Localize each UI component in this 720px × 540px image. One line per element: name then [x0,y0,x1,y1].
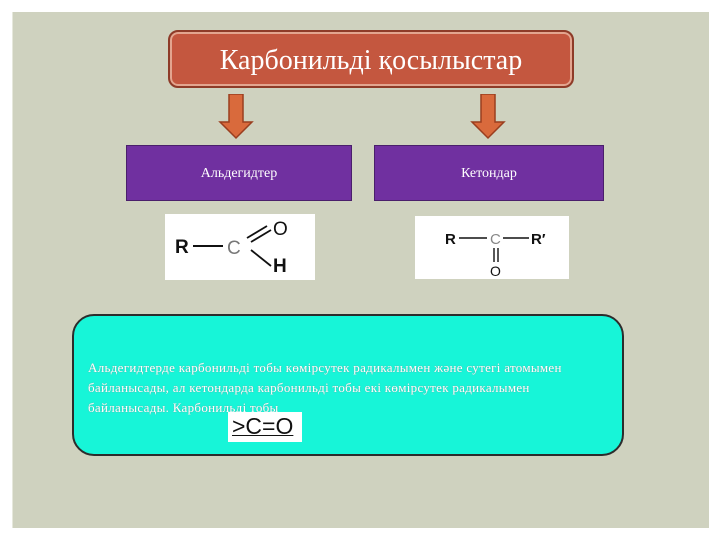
ketones-box: Кетондар [374,145,604,201]
aldehyde-formula: R C O H [165,214,315,280]
aldehyde-h: H [273,256,287,277]
ketone-formula: R C R′ O [415,216,569,279]
carbonyl-formula-box: >C=O [228,412,302,442]
aldehyde-c: C [227,238,241,259]
left-arrow-icon [218,94,254,140]
aldehyde-r: R [175,237,189,258]
aldehyde-o: O [273,219,288,240]
ketone-r2: R′ [531,231,546,248]
aldehydes-box: Альдегидтер [126,145,352,201]
carbonyl-formula: >C=O [232,413,294,439]
right-arrow-icon [470,94,506,140]
ketone-o: O [490,263,501,279]
ketone-r: R [445,231,456,248]
aldehydes-label: Альдегидтер [200,166,278,181]
title-text: Карбонильді қосылыстар [219,45,523,76]
title-box: Карбонильді қосылыстар [168,30,574,88]
info-box: Альдегидтерде карбонильді тобы көмірсуте… [72,314,624,456]
ketone-c: C [490,231,501,248]
info-text: Альдегидтерде карбонильді тобы көмірсуте… [88,360,562,415]
ketones-label: Кетондар [461,166,517,181]
